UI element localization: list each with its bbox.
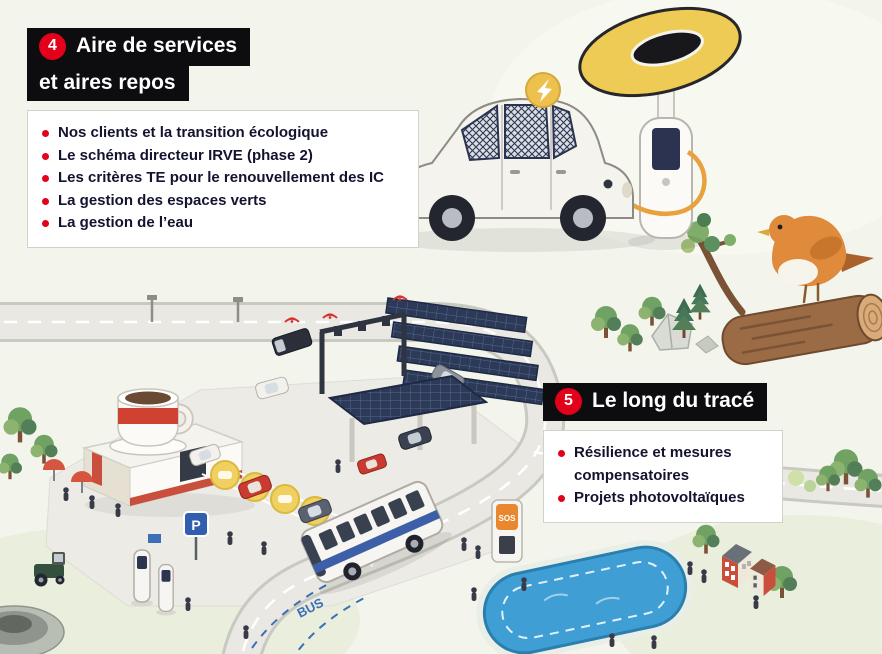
bullet-text: La gestion des espaces verts — [58, 191, 267, 209]
charging-totems — [130, 534, 177, 617]
tree — [591, 306, 621, 338]
person-figure — [471, 587, 477, 601]
parked-car — [298, 498, 332, 524]
person-figure — [261, 541, 267, 555]
person-figure — [753, 595, 759, 609]
trees — [0, 283, 882, 598]
callout-aire-de-services: 4 Aire de services et aires repos Nos cl… — [27, 28, 419, 248]
sos-label: SOS — [499, 514, 517, 523]
person-figure — [651, 635, 657, 649]
bullet-text: La gestion de l’eau — [58, 214, 194, 232]
retention-pool — [476, 539, 694, 654]
sos-terminal: SOS — [491, 499, 523, 563]
parked-car — [398, 426, 432, 450]
bullet-item: Les critères TE pour le renouvellement d… — [42, 167, 404, 190]
log — [681, 213, 882, 366]
bullet-item: Projets photovoltaïques — [558, 487, 768, 510]
bullet-dot — [42, 197, 49, 205]
parked-car — [255, 376, 289, 400]
person-figure — [115, 503, 121, 517]
charging-totem — [155, 563, 177, 617]
bus — [300, 480, 452, 595]
tree — [638, 296, 666, 326]
callout-le-long-du-trace: 5 Le long du tracé Résilience et mesures… — [543, 383, 783, 523]
callout-4-title-line-2: et aires repos — [27, 66, 189, 102]
person-figure — [63, 487, 69, 501]
parked-car — [189, 444, 221, 466]
callout-4-bullet-list: Nos clients et la transition écologique … — [27, 110, 419, 248]
bullet-text: Projets photovoltaïques — [574, 489, 745, 506]
callout-5-title: 5 Le long du tracé — [543, 383, 783, 421]
charging-column — [639, 117, 693, 239]
bullet-item: La gestion de l’eau — [42, 212, 404, 235]
person-figure — [461, 537, 467, 551]
bullet-dot — [558, 495, 565, 502]
callout-4-title-text-1: Aire de services — [76, 34, 238, 58]
person-figure — [89, 495, 95, 509]
solar-farm — [385, 297, 545, 406]
parked-car — [238, 474, 272, 500]
bullet-dot — [42, 220, 49, 228]
bullet-dot — [42, 175, 49, 183]
callout-5-number-badge: 5 — [555, 388, 582, 415]
bullet-text: Résilience et mesures compensatoires — [574, 444, 732, 484]
bullet-text: Le schéma directeur IRVE (phase 2) — [58, 146, 313, 164]
bullet-text: Nos clients et la transition écologique — [58, 124, 329, 142]
coffee-cup — [109, 388, 194, 456]
connected-van — [271, 317, 313, 356]
parked-car — [357, 453, 387, 475]
service-building — [42, 388, 255, 517]
info-sign — [148, 534, 161, 543]
person-figure — [243, 625, 249, 639]
bush — [788, 470, 804, 486]
toll-gantry-sensors — [319, 295, 408, 394]
solar-carport — [327, 374, 489, 475]
callout-4-title-text-2: et aires repos — [39, 71, 176, 94]
bullet-dot — [42, 130, 49, 138]
person-figure — [335, 459, 341, 473]
bullet-text: Les critères TE pour le renouvellement d… — [58, 169, 384, 187]
bullet-item: Le schéma directeur IRVE (phase 2) — [42, 145, 404, 168]
charge-port — [603, 179, 613, 189]
bullet-dot — [558, 450, 565, 457]
pine-tree — [689, 283, 711, 320]
bullet-item: Résilience et mesures compensatoires — [558, 442, 768, 487]
ev-brand-badge — [525, 72, 561, 108]
bird — [757, 215, 874, 304]
person-figure — [475, 545, 481, 559]
callout-5-bullet-list: Résilience et mesures compensatoires Pro… — [543, 430, 783, 523]
callout-4-number-badge: 4 — [39, 33, 66, 60]
ev-spot-marking — [270, 484, 300, 514]
maintenance-tractor — [34, 552, 65, 587]
bush — [804, 480, 816, 492]
tree — [3, 407, 37, 443]
charging-totem — [130, 549, 154, 608]
person-figure — [687, 561, 693, 575]
person-figure — [609, 633, 615, 647]
person-figure — [185, 597, 191, 611]
light-poles — [147, 295, 243, 322]
person-figure — [701, 569, 707, 583]
bullet-dot — [42, 152, 49, 160]
parking-sign: P — [183, 511, 209, 560]
charging-canopy — [578, 6, 742, 123]
ev-charging-scene — [385, 6, 742, 252]
houses — [722, 544, 776, 596]
bullet-item: La gestion des espaces verts — [42, 190, 404, 213]
callout-4-title-line-1: 4 Aire de services — [27, 28, 251, 66]
callout-4-title: 4 Aire de services et aires repos — [27, 28, 419, 102]
callout-5-title-text-1: Le long du tracé — [592, 389, 755, 413]
person-figure — [227, 531, 233, 545]
tree — [617, 324, 643, 352]
callout-5-title-line-1: 5 Le long du tracé — [543, 383, 768, 421]
bullet-item: Nos clients et la transition écologique — [42, 122, 404, 145]
tree — [0, 453, 22, 480]
parking-sign-label: P — [191, 517, 200, 533]
storage-tank — [0, 605, 65, 654]
person-figure — [521, 577, 527, 591]
ev-parking-area: P — [183, 444, 339, 560]
ev-spot-marking — [210, 460, 240, 490]
